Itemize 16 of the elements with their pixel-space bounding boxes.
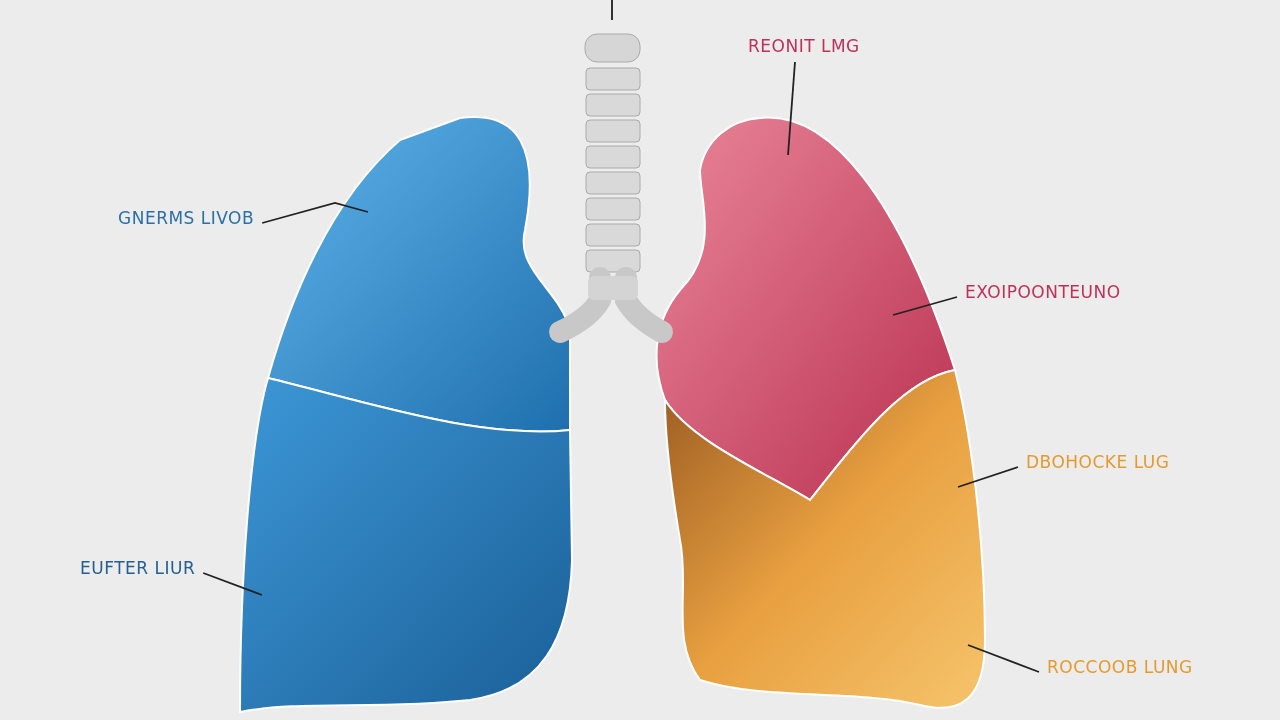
leader-line: [967, 644, 1040, 673]
part-label: DBOHOCKE LUG: [1026, 452, 1170, 472]
leader-line: [202, 572, 263, 596]
part-label: GNERMS LIVOB: [118, 208, 255, 228]
part-label: ROCCOOB LUNG: [1047, 657, 1193, 677]
leader-line: [892, 296, 958, 316]
upper-lobe-drawing: [655, 117, 956, 501]
leader-line: [787, 61, 796, 156]
leader-line: [957, 466, 1019, 488]
lower-lobe-drawing: [664, 369, 986, 709]
part-label: REONIT LMG: [748, 36, 860, 56]
lower-lobe-drawing: [239, 377, 573, 713]
part-label: EUFTER LIUR: [80, 558, 196, 578]
leader-line: [261, 202, 369, 224]
upper-lobe-drawing: [267, 116, 571, 433]
part-label: EXOIPOONTEUNO: [965, 282, 1121, 302]
